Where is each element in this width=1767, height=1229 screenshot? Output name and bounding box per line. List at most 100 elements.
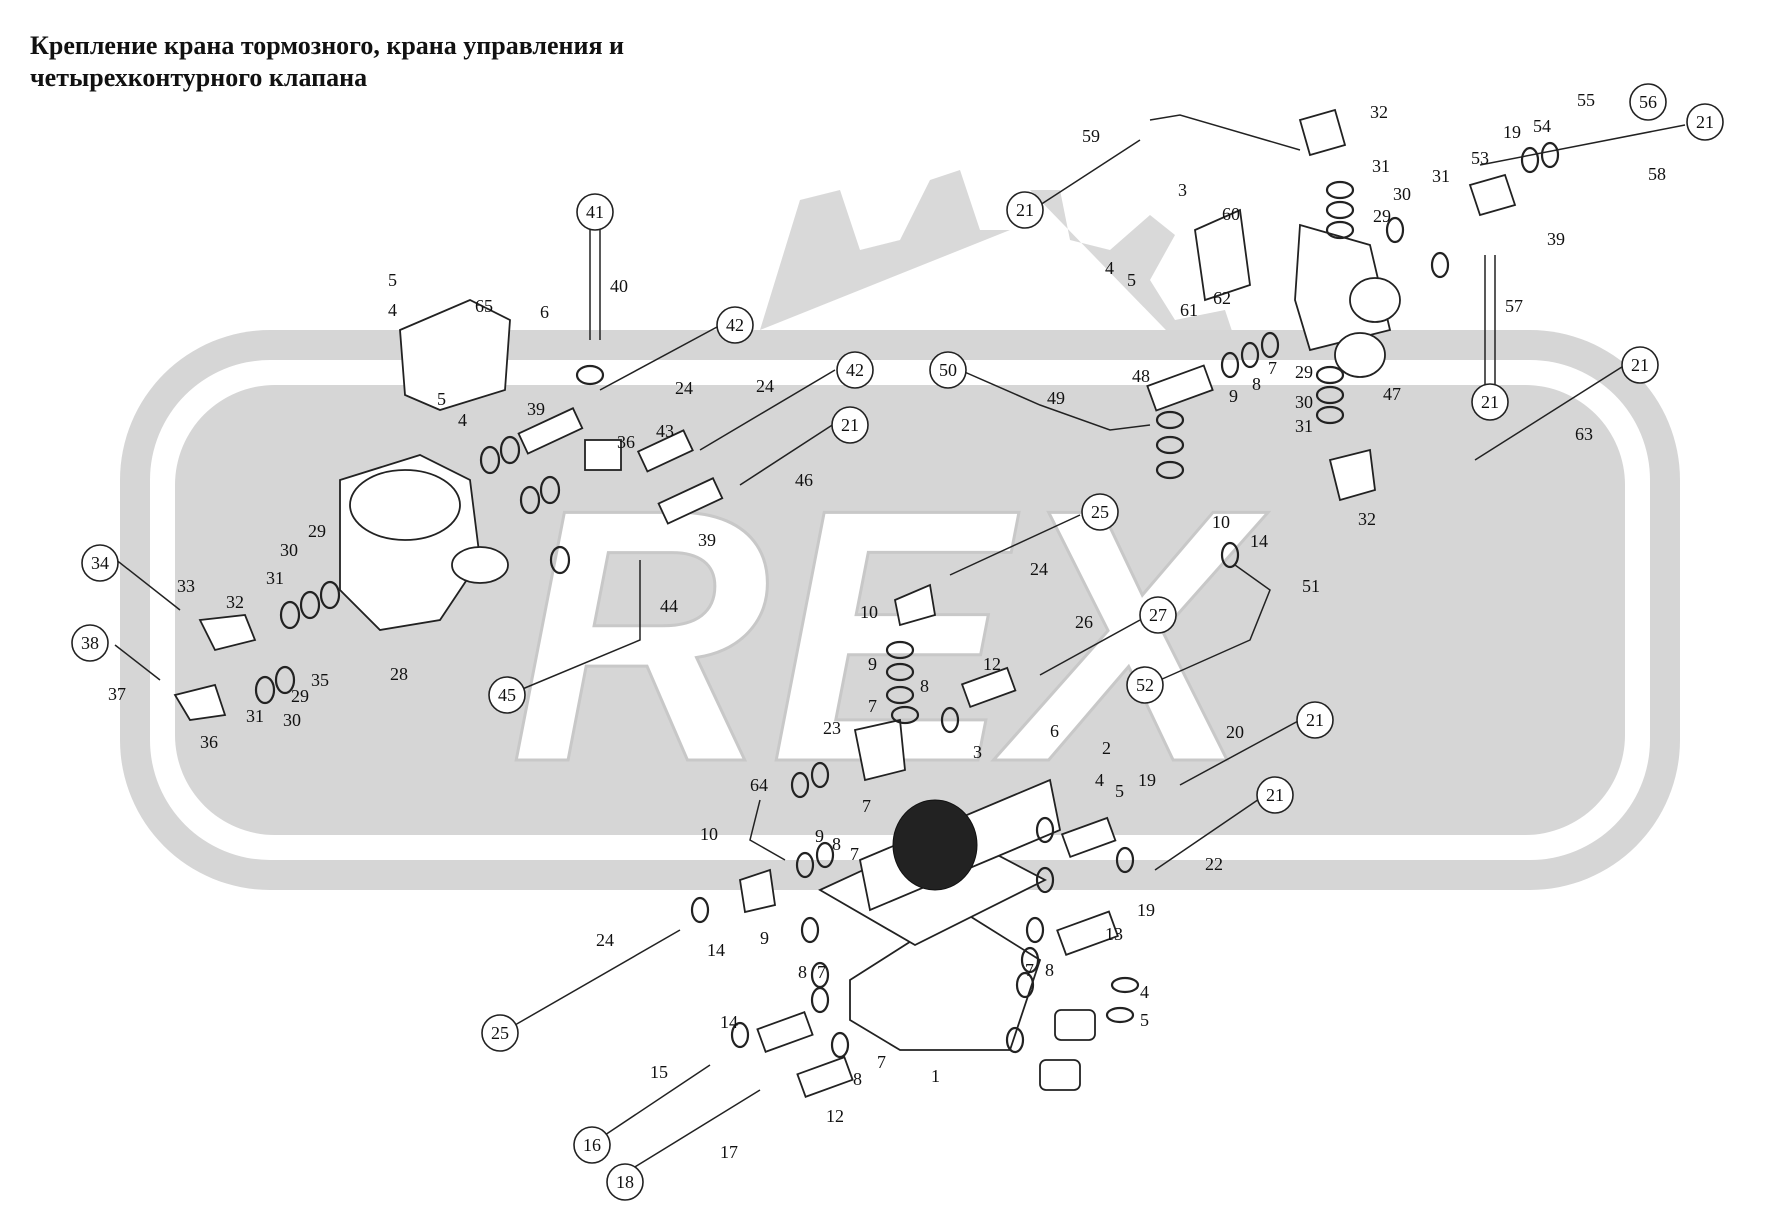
label-4: 4 [1140,982,1149,1002]
label-3: 3 [973,742,982,762]
label-17: 17 [720,1142,738,1162]
fitting-13 [1056,910,1119,956]
pipe-46 [739,419,841,486]
brake-valve-port [451,546,509,584]
callout-41: 41 [576,193,614,231]
label-51: 51 [1302,576,1320,596]
callout-42: 42 [836,351,874,389]
pipe-49 [959,369,1151,431]
label-30: 30 [280,540,298,560]
label-6: 6 [1050,721,1059,741]
svg-text:50: 50 [939,360,957,380]
fitting-36 [173,683,227,721]
label-23: 23 [823,718,841,738]
svg-text:21: 21 [1266,785,1284,805]
svg-text:21: 21 [1016,200,1034,220]
label-8: 8 [920,676,929,696]
label-33: 33 [177,576,195,596]
label-15: 15 [650,1062,668,1082]
fitting-32c [1328,448,1376,502]
fitting-43 [636,429,694,473]
callout-21: 21 [1621,346,1659,384]
label-10: 10 [860,602,878,622]
label-8: 8 [832,834,841,854]
pipe-59 [1039,139,1141,206]
label-35: 35 [311,670,329,690]
label-6: 6 [540,302,549,322]
callouts: 41 42 42 21 34 38 45 50 21 56 21 21 21 2… [71,83,1724,1201]
label-31: 31 [1295,416,1313,436]
label-60: 60 [1222,204,1240,224]
fitting-36a [584,439,622,471]
fitting-39a [517,407,584,455]
label-24: 24 [1030,559,1048,579]
callout-18: 18 [606,1163,644,1201]
callout-21: 21 [1006,191,1044,229]
pipe-58 [1479,124,1686,166]
label-39: 39 [1547,229,1565,249]
callout-25: 25 [481,1014,519,1052]
seal-rings-center [690,640,1140,1059]
pipe-64 [749,799,786,861]
label-4: 4 [1105,258,1114,278]
label-9: 9 [1229,386,1238,406]
plug-upper [1054,1009,1096,1041]
callout-25: 25 [1081,493,1119,531]
label-55: 55 [1577,90,1595,110]
label-31: 31 [246,706,264,726]
label-30: 30 [1295,392,1313,412]
label-7: 7 [1025,960,1034,980]
label-32: 32 [226,592,244,612]
svg-text:25: 25 [1091,502,1109,522]
label-29: 29 [308,521,326,541]
label-3: 3 [1178,180,1187,200]
fitting-10b [893,583,937,627]
plug-lower [1039,1059,1081,1091]
callout-21: 21 [831,406,869,444]
svg-text:21: 21 [841,415,859,435]
label-31: 31 [266,568,284,588]
label-9: 9 [815,826,824,846]
pipe-20 [1179,719,1301,786]
fitting-48 [1146,364,1214,412]
label-9: 9 [868,654,877,674]
svg-text:56: 56 [1639,92,1657,112]
control-valve-handle [892,799,978,891]
callout-52: 52 [1126,666,1164,704]
fitting-32b [1298,108,1347,157]
label-7: 7 [1268,358,1277,378]
label-10: 10 [700,824,718,844]
label-58: 58 [1648,164,1666,184]
label-14: 14 [1250,531,1268,551]
label-32: 32 [1370,102,1388,122]
label-14: 14 [720,1012,738,1032]
svg-text:42: 42 [846,360,864,380]
brake-valve-cap [349,469,461,541]
label-30: 30 [283,710,301,730]
label-4: 4 [458,410,467,430]
pipe-24c [949,514,1081,576]
label-29: 29 [291,686,309,706]
label-13: 13 [1105,924,1123,944]
label-43: 43 [656,421,674,441]
part-labels: 5 4 65 6 40 5 4 24 24 39 36 43 46 39 29 … [108,90,1666,1162]
label-54: 54 [1533,116,1551,136]
pipe-24a [599,319,731,391]
svg-text:34: 34 [91,553,109,573]
label-64: 64 [750,775,768,795]
label-8: 8 [1045,960,1054,980]
bracket-60 [1194,208,1251,302]
svg-text:21: 21 [1696,112,1714,132]
label-5: 5 [388,270,397,290]
seal-rings-right [1155,141,1560,569]
label-49: 49 [1047,388,1065,408]
svg-text:52: 52 [1136,675,1154,695]
svg-text:25: 25 [491,1023,509,1043]
svg-text:42: 42 [726,315,744,335]
label-19: 19 [1137,900,1155,920]
svg-text:21: 21 [1631,355,1649,375]
callout-16: 16 [573,1126,611,1164]
svg-text:45: 45 [498,685,516,705]
svg-text:18: 18 [616,1172,634,1192]
